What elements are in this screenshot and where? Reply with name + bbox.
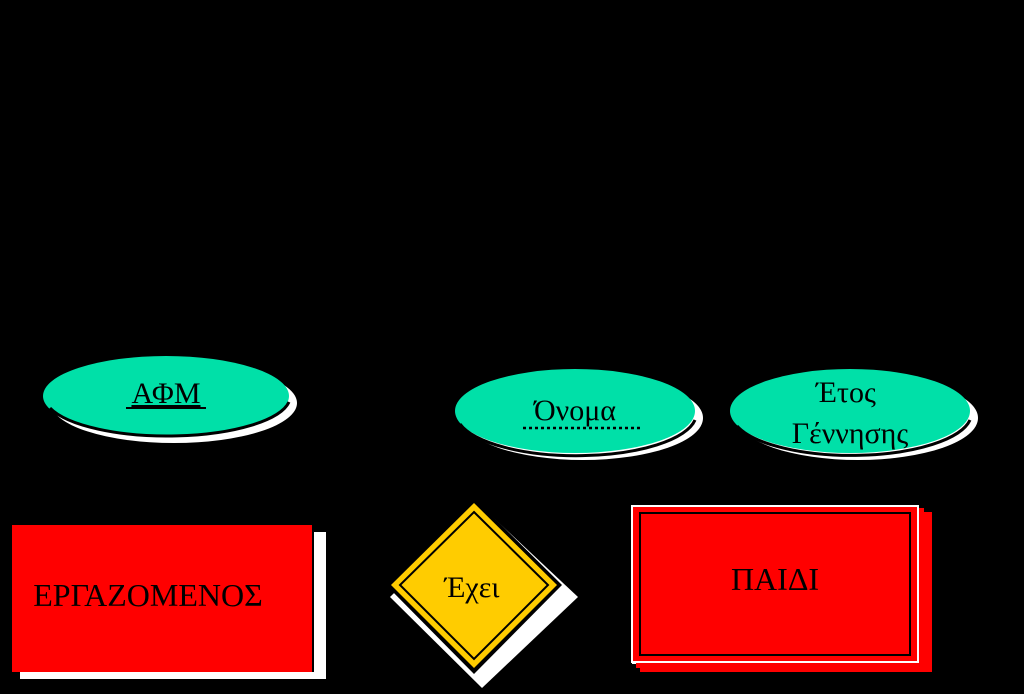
connector-name-child [635,451,651,513]
entity-employee-label: ΕΡΓΑΖΟΜΕΝΟΣ [33,577,263,613]
attribute-name-label: Όνομα [533,394,616,427]
entity-employee[interactable]: ΕΡΓΑΖΟΜΕΝΟΣ [12,525,326,679]
entity-child-label: ΠΑΙΔΙ [731,561,819,597]
relationship-has-label: Έχει [443,571,500,604]
attribute-afm-label: ΑΦΜ [131,377,200,410]
entity-child-inner-border [639,512,911,656]
attribute-afm-ellipse [43,356,289,436]
attribute-birth-year-ellipse [730,369,970,453]
connector-birthyear-child [807,457,819,513]
entity-employee-box [12,525,312,672]
attribute-name-outline [458,419,697,458]
relationship-has-inner-border [398,510,550,661]
attribute-afm[interactable]: ΑΦΜ [43,356,297,443]
attribute-birth-year[interactable]: Έτος Γέννησης [730,369,978,460]
relationship-has-diamond [391,503,557,668]
attribute-birth-year-label-line2: Γέννησης [792,417,909,450]
entity-child-box [631,505,919,663]
attribute-name-ellipse [455,369,695,453]
entity-child[interactable]: ΠΑΙΔΙ [631,505,932,672]
attribute-afm-outline [48,401,291,438]
attribute-birth-year-outline [735,419,972,457]
relationship-has[interactable]: Έχει [386,498,578,688]
attribute-name[interactable]: Όνομα [455,369,703,460]
attribute-birth-year-label-line1: Έτος [814,376,876,409]
